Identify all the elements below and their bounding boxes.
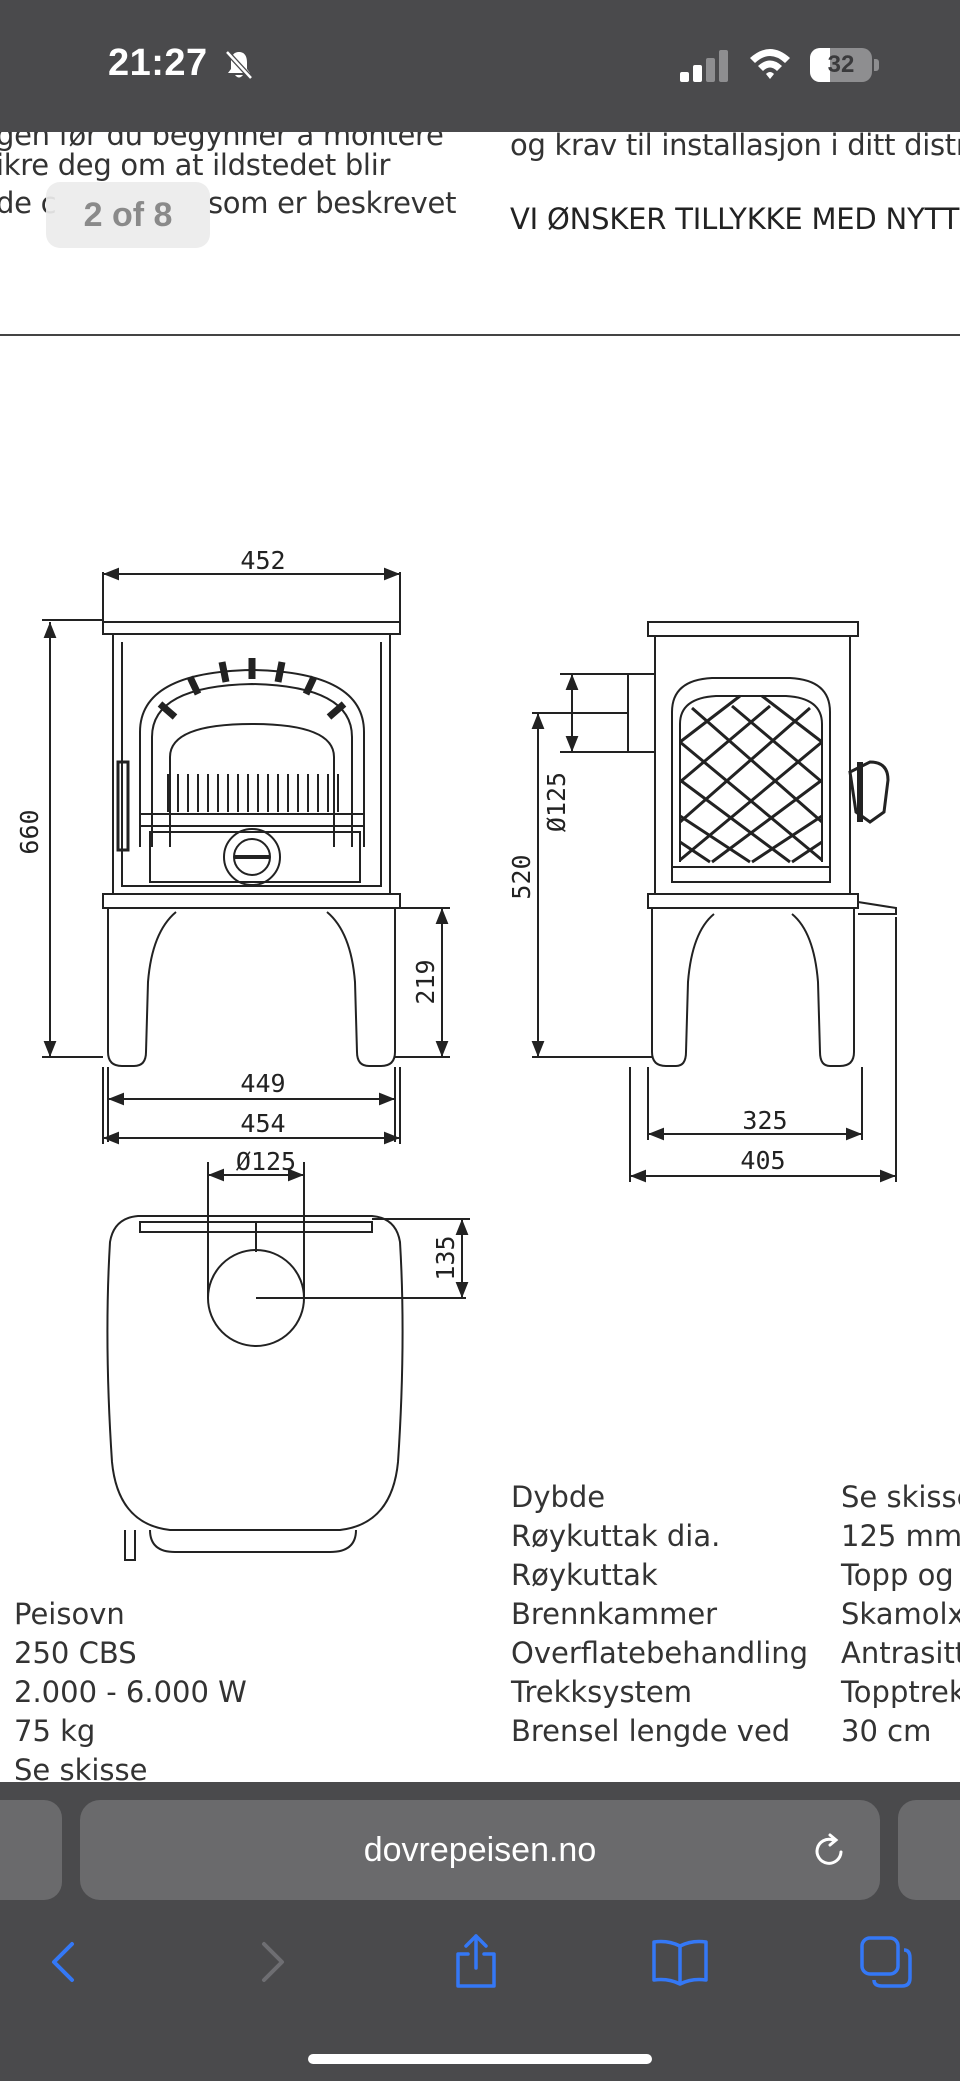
dim-405: 405	[740, 1146, 785, 1175]
side-view-drawing	[531, 621, 897, 1183]
spec-right-value: Topptrekk	[841, 1675, 960, 1709]
spec-right-value: Skamolx	[841, 1597, 960, 1631]
battery-cap	[874, 59, 879, 71]
stove-drawing-svg: 452 660 219 449 454	[15, 546, 897, 1561]
spec-label: Dybde	[511, 1480, 606, 1514]
spec-left-values: Peisovn 250 CBS 2.000 - 6.000 W 75 kg Se…	[14, 1595, 247, 1782]
dim-660: 660	[15, 809, 44, 854]
spec-label: Brennkammer	[511, 1597, 718, 1631]
next-tab-card[interactable]	[898, 1800, 960, 1900]
pdf-document[interactable]: gen før du begynner å montere ikre deg o…	[0, 132, 960, 1782]
tabs-icon[interactable]	[856, 1932, 916, 1992]
page-indicator: 2 of 8	[46, 182, 210, 248]
dim-520: 520	[507, 854, 536, 899]
reload-icon[interactable]	[810, 1832, 848, 1870]
spec-label: Røykuttak dia.	[511, 1519, 721, 1553]
spec-label: Overflatebehandling	[511, 1636, 809, 1670]
signal-icon	[680, 50, 728, 82]
dim-449: 449	[240, 1069, 285, 1098]
spec-left-value: Se skisse	[14, 1753, 148, 1782]
section-divider	[0, 334, 960, 336]
spec-label: Brensel lengde ved	[511, 1714, 791, 1748]
dim-452: 452	[240, 546, 285, 575]
doc-heading: VI ØNSKER TILLYKKE MED NYTT	[510, 202, 960, 236]
battery-body: 32	[810, 48, 872, 82]
spec-left-value: Peisovn	[14, 1597, 125, 1631]
spec-right-value: 125 mm	[841, 1519, 960, 1553]
address-bar[interactable]: dovrepeisen.no	[80, 1800, 880, 1900]
side-dimension-labels: Ø125 520 325 405	[507, 772, 788, 1175]
wifi-icon	[750, 49, 790, 79]
spec-label: Røykuttak	[511, 1558, 658, 1592]
share-icon[interactable]	[446, 1932, 506, 1992]
doc-line-left-3b: som er beskrevet	[208, 186, 457, 220]
back-icon[interactable]	[34, 1932, 94, 1992]
home-indicator[interactable]	[308, 2054, 652, 2064]
spec-right-value: Topp og	[841, 1558, 954, 1592]
dim-135: 135	[431, 1235, 460, 1280]
dim-top-diameter: Ø125	[236, 1147, 296, 1176]
bookmarks-icon[interactable]	[650, 1932, 710, 1992]
dim-219: 219	[411, 959, 440, 1004]
status-time: 21:27	[108, 42, 208, 84]
top-dimension-labels: Ø125 135	[236, 1147, 460, 1281]
dim-325: 325	[742, 1106, 787, 1135]
bell-slash-icon	[225, 50, 253, 80]
dim-454: 454	[240, 1109, 285, 1138]
spec-left-value: 2.000 - 6.000 W	[14, 1675, 247, 1709]
spec-labels: Dybde Røykuttak dia. Røykuttak Brennkamm…	[511, 1478, 808, 1751]
front-view-drawing	[42, 567, 450, 1145]
doc-line-left-1: gen før du begynner å montere	[0, 132, 444, 152]
spec-right-values: Se skisse 125 mm Topp og Skamolx Antrasi…	[841, 1478, 960, 1751]
address-url: dovrepeisen.no	[363, 1831, 597, 1869]
spec-left-value: 75 kg	[14, 1714, 96, 1748]
forward-icon[interactable]	[242, 1932, 302, 1992]
spec-right-value: 30 cm	[841, 1714, 932, 1748]
battery-fill	[810, 48, 830, 82]
technical-drawing: 452 660 219 449 454	[0, 462, 960, 1642]
previous-tab-card[interactable]	[0, 1800, 62, 1900]
spec-label: Trekksystem	[511, 1675, 693, 1709]
browser-toolbar: dovrepeisen.no	[0, 1782, 960, 2081]
battery-icon: 32	[810, 48, 880, 82]
spec-right-value: Antrasittg	[841, 1636, 960, 1670]
status-bar: 21:27 32	[0, 0, 960, 132]
spec-left-value: 250 CBS	[14, 1636, 137, 1670]
doc-line-left-2: ikre deg om at ildstedet blir	[0, 148, 391, 182]
dim-side-diameter: Ø125	[542, 772, 571, 832]
battery-level: 32	[827, 51, 855, 78]
top-view-drawing	[106, 1162, 470, 1561]
front-dimension-labels: 452 660 219 449 454	[15, 546, 440, 1138]
spec-right-value: Se skisse	[841, 1480, 960, 1514]
doc-line-right-1: og krav til installasjon i ditt distrikt…	[510, 132, 960, 162]
